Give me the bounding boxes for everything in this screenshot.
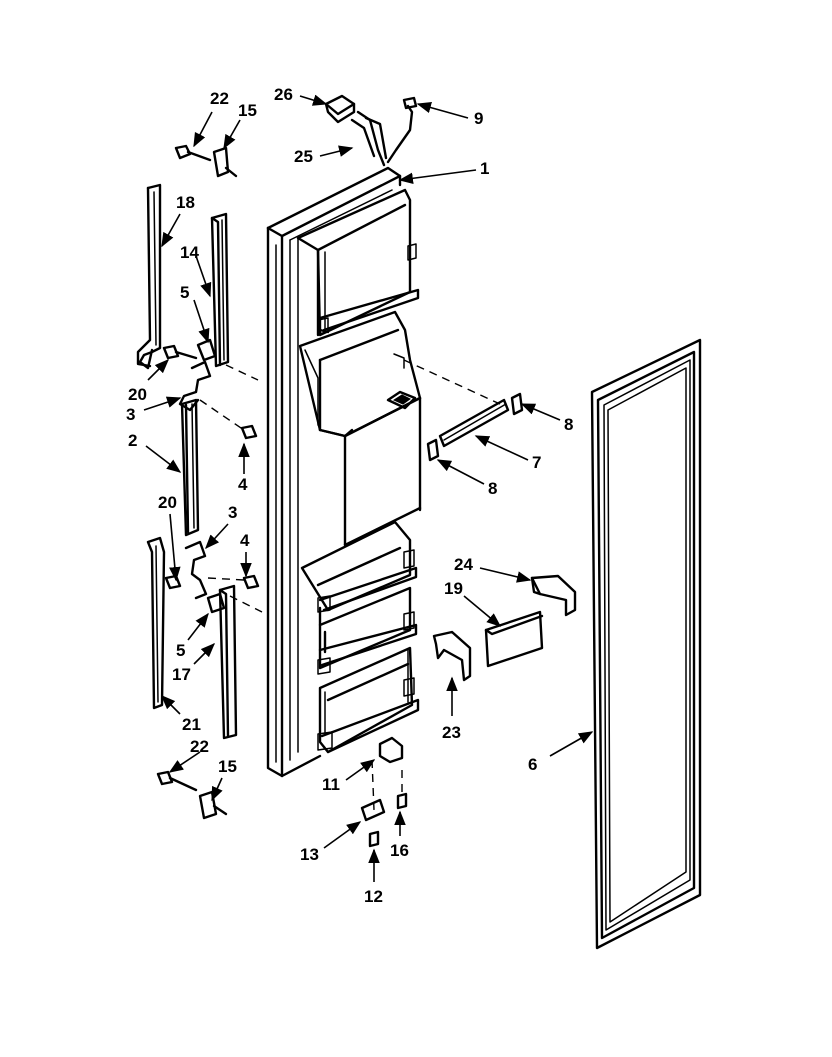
callout-15-lower: 15 [218,757,237,776]
callout-20-upper: 20 [128,385,147,404]
callout-22-lower: 22 [190,737,209,756]
callout-11: 11 [322,775,340,794]
callout-3-lower: 3 [228,503,237,522]
callout-2: 2 [128,431,137,450]
callout-8-lower: 8 [488,479,497,498]
callout-26: 26 [274,85,293,104]
callout-21: 21 [182,715,201,734]
callout-16: 16 [390,841,409,860]
callout-22-upper: 22 [210,89,229,108]
callout-20-lower: 20 [158,493,177,512]
callout-24: 24 [454,555,473,574]
callout-25: 25 [294,147,313,166]
callout-3-upper: 3 [126,405,135,424]
callout-15-upper: 15 [238,101,257,120]
callout-5-upper: 5 [180,283,189,302]
callout-13: 13 [300,845,319,864]
callout-12: 12 [364,887,383,906]
callout-8-upper: 8 [564,415,573,434]
door-gasket [590,338,702,950]
callout-7: 7 [532,453,541,472]
callout-5-lower: 5 [176,641,185,660]
right-hardware [403,359,577,682]
leader-arrows [143,94,594,882]
callout-17: 17 [172,665,191,684]
callout-6: 6 [528,755,537,774]
callout-4-lower: 4 [240,531,250,550]
callout-1: 1 [480,159,489,178]
callout-labels: 26 9 25 1 22 15 18 14 5 20 3 2 4 20 3 4 … [126,85,573,906]
door-liner [266,166,422,778]
callout-4-upper: 4 [238,475,248,494]
top-wiring [324,94,418,167]
bottom-hardware [360,736,408,848]
callout-9: 9 [474,109,483,128]
callout-19: 19 [444,579,463,598]
callout-18: 18 [176,193,195,212]
callout-14: 14 [180,243,199,262]
callout-23: 23 [442,723,461,742]
